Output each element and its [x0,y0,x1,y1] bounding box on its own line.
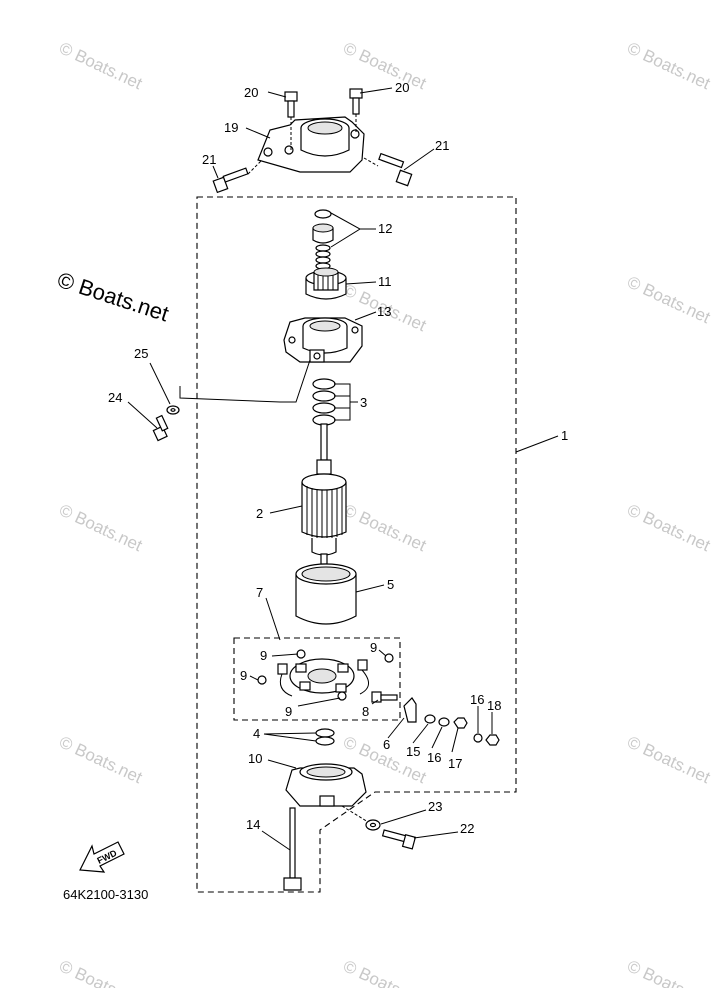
terminal-6-part[interactable] [403,697,417,723]
callout-2: 2 [256,506,263,521]
callout-21: 21 [435,138,449,153]
fwd-arrow-icon: FWD [79,841,125,873]
main-watermark: © Boats.net [54,267,171,326]
callout-16: 16 [427,750,441,765]
front-bracket-part[interactable] [283,317,363,363]
watermark: © Boats.net [624,38,713,93]
bolt-24-part[interactable] [152,414,169,442]
callout-14: 14 [246,817,260,832]
brush-holder-part[interactable] [277,658,369,697]
watermark: © Boats.net [56,500,145,555]
bolt-8-part[interactable] [371,691,398,703]
pinion-stopper-part[interactable] [312,209,334,244]
callout-9: 9 [285,704,292,719]
callout-16: 16 [470,692,484,707]
nut-18-part[interactable] [485,734,500,746]
diagram-code: 64K2100-3130 [63,887,148,902]
callout-labels: 20 20 19 21 21 12 11 13 25 24 3 1 2 5 7 … [108,80,568,836]
callout-9: 9 [240,668,247,683]
bolt-22-part[interactable] [381,829,417,850]
callout-20: 20 [395,80,409,95]
callout-9: 9 [370,640,377,655]
screw-9-bottom[interactable] [337,691,347,701]
bolt-20-left[interactable] [284,91,298,118]
callout-19: 19 [224,120,238,135]
callout-1: 1 [561,428,568,443]
watermark: © Boats.net [340,500,429,555]
watermark: © Boats.net [340,956,429,988]
watermark: © Boats.net [56,732,145,787]
washer-25-part[interactable] [166,405,180,415]
callout-8: 8 [362,704,369,719]
nut-17-part[interactable] [453,717,468,729]
watermark: © Boats.net [56,38,145,93]
screw-9-left[interactable] [257,675,267,685]
brush-holder-box [233,637,401,721]
watermark: © Boats.net [340,38,429,93]
screw-9-right[interactable] [384,653,394,663]
washer-23-part[interactable] [365,819,381,831]
callout-3: 3 [360,395,367,410]
callout-7: 7 [256,585,263,600]
bolt-21-left[interactable] [212,167,249,194]
watermark: © Boats.net [56,956,145,988]
callout-13: 13 [377,304,391,319]
pinion-spring-part[interactable] [315,244,331,270]
washer-16-upper-part[interactable] [473,733,483,743]
screw-9-top[interactable] [296,649,306,659]
watermark: © Boats.net [624,956,713,988]
watermark: © Boats.net [624,500,713,555]
callout-6: 6 [383,737,390,752]
callout-22: 22 [460,821,474,836]
callout-9: 9 [260,648,267,663]
watermark-layer: © Boats.net © Boats.net © Boats.net © Bo… [56,38,713,988]
callout-24: 24 [108,390,122,405]
front-cover-part[interactable] [257,116,365,173]
callout-5: 5 [387,577,394,592]
callout-12: 12 [378,221,392,236]
callout-10: 10 [248,751,262,766]
rear-bracket-part[interactable] [285,763,367,807]
callout-11: 11 [378,274,392,289]
washer-stack-part[interactable] [312,378,336,426]
callout-15: 15 [406,744,420,759]
callout-25: 25 [134,346,148,361]
washer-4-part[interactable] [315,728,335,746]
through-bolt-14-part[interactable] [283,807,302,891]
callout-17: 17 [448,756,462,771]
washer-15-part[interactable] [424,714,436,724]
leader-lines [127,87,559,851]
watermark: © Boats.net [624,732,713,787]
callout-4: 4 [253,726,260,741]
callout-21: 21 [202,152,216,167]
callout-18: 18 [487,698,501,713]
yoke-part[interactable] [295,563,357,625]
callout-23: 23 [428,799,442,814]
watermark: © Boats.net [624,272,713,327]
washer-16-lower-part[interactable] [438,717,450,727]
pinion-gear-part[interactable] [305,267,347,300]
bolt-21-right[interactable] [378,152,413,187]
callout-20: 20 [244,85,258,100]
armature-part[interactable] [301,423,347,565]
